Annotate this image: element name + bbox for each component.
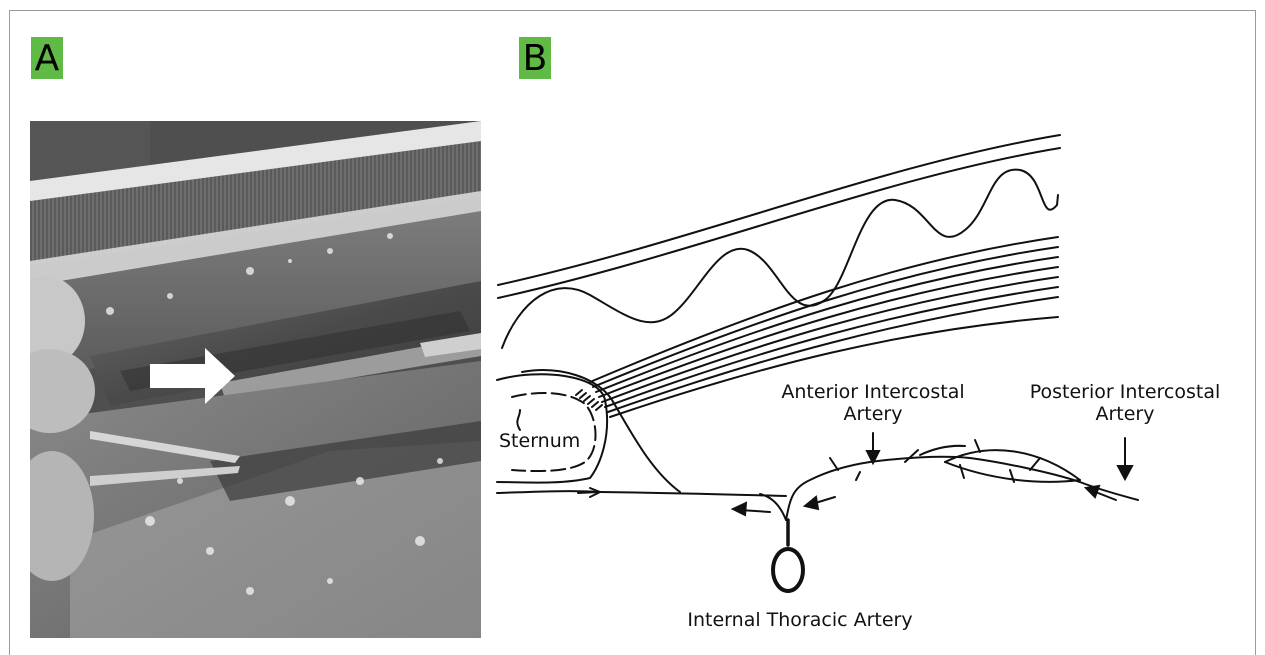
panel-a-label: A — [31, 37, 63, 79]
anterior-intercostal-label-line2: Artery — [843, 403, 902, 425]
anterior-intercostal-label-line1: Anterior Intercostal — [781, 381, 964, 403]
posterior-intercostal-label-line2: Artery — [1095, 403, 1154, 425]
sternum-label: Sternum — [499, 430, 580, 452]
posterior-intercostal-label-line1: Posterior Intercostal — [1030, 381, 1221, 403]
surgical-photo — [30, 121, 481, 638]
internal-thoracic-label: Internal Thoracic Artery — [687, 609, 912, 631]
intercostal-artery-diagram: Sternum Anterior Intercostal Artery Post… — [490, 120, 1250, 640]
panel-b-label: B — [519, 37, 551, 79]
